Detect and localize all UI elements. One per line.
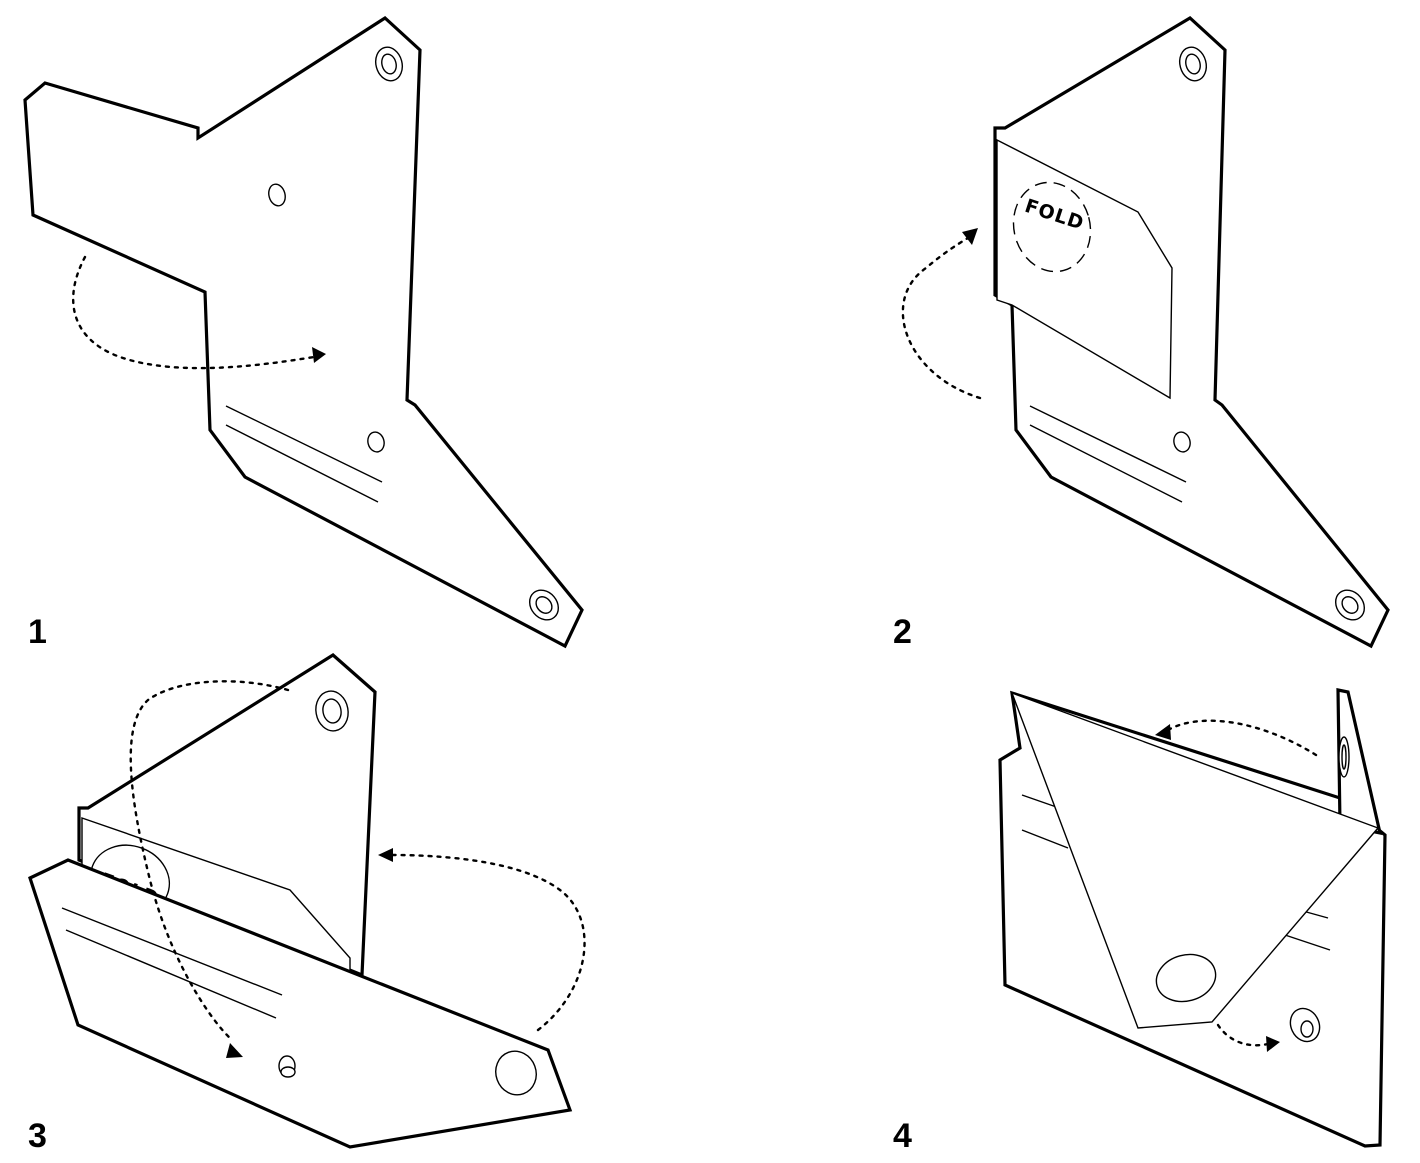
step-2-hole-top-inner xyxy=(1185,53,1201,75)
step-3-snap-button-inner xyxy=(280,1066,296,1078)
step-2-fold-arrow xyxy=(901,236,982,400)
step-1-hole-top xyxy=(374,46,404,82)
step-2-folded-flap xyxy=(996,138,1173,400)
step-4-arrow-top-head xyxy=(1155,724,1171,740)
step-1-crease-1 xyxy=(225,405,383,483)
step-4-snap-button xyxy=(1300,1020,1314,1038)
step-1: 1 xyxy=(23,15,584,651)
step-2-hole-bottom xyxy=(1334,589,1366,621)
step-1-crease-2 xyxy=(225,424,379,503)
step-4: 4 xyxy=(893,688,1387,1155)
step-2-crease-1 xyxy=(1029,405,1187,483)
step-1-slot-lower xyxy=(367,431,385,453)
step-4-flap-hole-bottom xyxy=(1155,953,1217,1003)
step-3-number: 3 xyxy=(28,1117,47,1155)
step-3-crease-1 xyxy=(61,907,283,996)
step-3-arrow-top-head xyxy=(226,1043,243,1058)
step-1-hole-bottom xyxy=(528,589,560,621)
step-2-hole-top xyxy=(1178,46,1208,82)
step-2-sheet xyxy=(993,16,1390,649)
step-4-arrow-bottom-head xyxy=(1266,1036,1280,1052)
step-1-hole-top-inner xyxy=(381,53,397,75)
step-3-arrow-right-head xyxy=(378,848,393,862)
step-4-arrow-bottom xyxy=(1216,1023,1270,1047)
step-4-triangle-flap xyxy=(1010,691,1380,1029)
step-3-hole-top xyxy=(315,690,349,732)
step-4-number: 4 xyxy=(893,1117,912,1155)
step-4-right-flap xyxy=(1336,688,1383,836)
step-4-flap-hole xyxy=(1338,736,1350,778)
step-1-hole-bottom-inner xyxy=(535,596,553,614)
step-2-hole-bottom-inner xyxy=(1341,596,1359,614)
step-3-hole-top-inner xyxy=(322,698,342,724)
step-2: FOLD 2 xyxy=(893,16,1390,651)
step-1-slot-upper xyxy=(268,183,286,207)
step-1-fold-arrowhead xyxy=(312,347,326,363)
step-1-sheet xyxy=(23,15,584,649)
step-3-arrow-top xyxy=(129,680,290,1042)
step-2-number: 2 xyxy=(893,613,912,651)
step-3-front-panel xyxy=(28,858,573,1149)
step-2-crease-2 xyxy=(1029,424,1183,503)
step-4-flap-hole-inner xyxy=(1341,744,1347,770)
step-3-crease-2 xyxy=(65,929,277,1019)
step-4-arrow-top xyxy=(1166,719,1318,757)
step-2-fold-arrowhead xyxy=(962,228,978,245)
step-3: FOLD 3 xyxy=(28,653,586,1155)
step-2-fold-mark xyxy=(1012,181,1092,273)
step-4-crease-2 xyxy=(1021,829,1069,849)
step-4-crease-3 xyxy=(1284,934,1331,951)
step-2-slot-lower xyxy=(1173,431,1191,453)
step-1-fold-arrow xyxy=(71,255,316,370)
step-1-number: 1 xyxy=(28,613,47,651)
step-3-arrow-right xyxy=(390,853,586,1032)
step-3-hole-bottom xyxy=(495,1050,537,1096)
